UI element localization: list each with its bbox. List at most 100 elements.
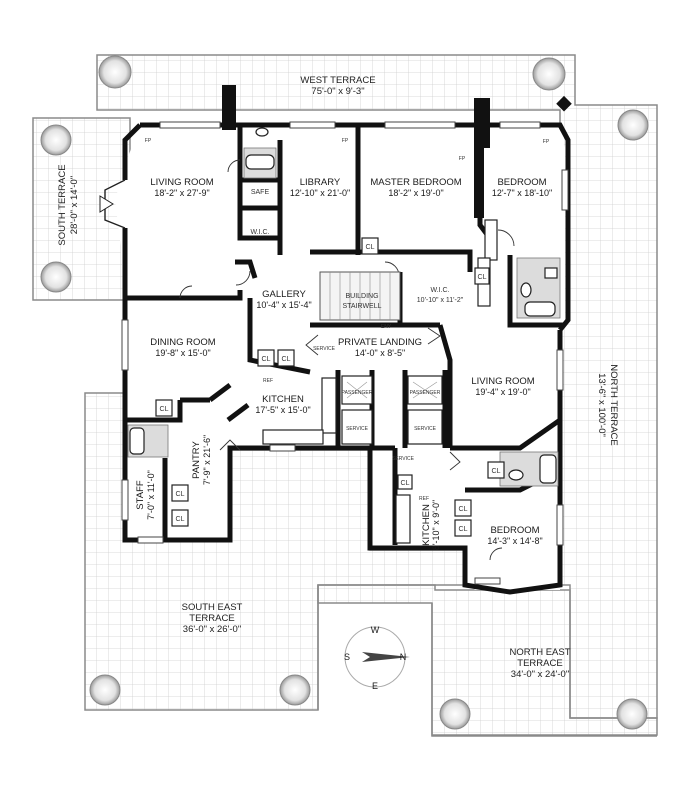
closet-label: CL xyxy=(459,526,468,533)
chimney xyxy=(222,85,236,130)
kitchen-counter xyxy=(321,377,337,434)
living-room-dim: 18'-2" x 27'-9" xyxy=(154,188,209,198)
interior-walls xyxy=(125,125,565,545)
closet-label: CL xyxy=(160,406,169,413)
stairwell-name-2: STAIRWELL xyxy=(342,303,381,310)
closet-label: CL xyxy=(459,506,468,513)
closet-label: CL xyxy=(401,480,410,487)
elevators xyxy=(341,375,443,445)
south-east-terrace-dim: 36'-0" x 26'-0" xyxy=(183,624,241,635)
compass-w: W xyxy=(371,625,380,635)
bathtub-icon xyxy=(539,454,557,484)
staff-dim: 7'-0" x 11'-0" xyxy=(146,470,156,520)
north-east-terrace-name-2: TERRACE xyxy=(517,658,562,669)
kitchen-2-dim: 8'-10" x 9'-0" xyxy=(431,500,441,550)
shrub-icon xyxy=(439,698,471,730)
bathtub-icon xyxy=(129,427,145,455)
living-room-2-name: LIVING ROOM xyxy=(471,376,534,387)
west-terrace-dim: 75'-0" x 9'-3" xyxy=(311,86,364,97)
service-elevator-label: SERVICE xyxy=(346,426,369,432)
service-entry-label: SERVICE xyxy=(313,346,336,352)
service-elevator xyxy=(407,409,443,445)
fireplace-label: FP xyxy=(145,138,152,144)
south-terrace-name: SOUTH TERRACE xyxy=(57,164,68,245)
north-east-terrace-outline xyxy=(431,603,657,737)
entry-label: ENY xyxy=(381,324,392,330)
library-dim: 12'-10" x 21'-0" xyxy=(290,188,350,198)
marks: CL CL CL CL CL CL CL CL CL CL CL FP FP F… xyxy=(145,138,550,533)
wic-2-name: W.I.C. xyxy=(430,287,449,294)
north-terrace-dim: 13'-6" x 100'-0" xyxy=(596,373,607,437)
exterior-wall-west xyxy=(122,123,233,543)
gallery-dim: 10'-4" x 15'-4" xyxy=(256,300,311,310)
shrub-icon xyxy=(279,674,311,706)
service-elevator xyxy=(341,409,373,445)
stairwell xyxy=(319,271,401,321)
bedroom-2-name: BEDROOM xyxy=(490,525,539,536)
bedroom-1-name: BEDROOM xyxy=(497,177,546,188)
doors xyxy=(179,159,515,561)
living-room-2-dim: 19'-4" x 19'-0" xyxy=(475,387,530,397)
staff-name: STAFF xyxy=(135,480,146,510)
south-east-terrace-name: SOUTH EAST xyxy=(182,602,243,613)
west-terrace-name: WEST TERRACE xyxy=(300,75,375,86)
terrace-labels: WEST TERRACE 75'-0" x 9'-3" SOUTH TERRAC… xyxy=(57,75,619,680)
south-east-terrace-name-2: TERRACE xyxy=(189,613,234,624)
library-name: LIBRARY xyxy=(300,177,341,188)
master-bedroom-name: MASTER BEDROOM xyxy=(370,177,461,188)
pantry-dim: 7'-9" x 21'-6" xyxy=(202,435,212,485)
closet-label: CL xyxy=(366,244,375,251)
closet-label: CL xyxy=(282,356,291,363)
shrub-icon xyxy=(89,674,121,706)
closet-shelf xyxy=(484,219,498,261)
passenger-elevator-label: PASSENGER xyxy=(410,390,441,396)
bathtub-icon xyxy=(245,154,275,170)
compass-n: N xyxy=(400,652,407,662)
service-entry-label: SERVICE xyxy=(392,456,415,462)
gallery-name: GALLERY xyxy=(262,289,306,300)
dining-room-name: DINING ROOM xyxy=(150,337,216,348)
pantry-name: PANTRY xyxy=(191,441,202,479)
private-landing-dim: 14'-0" x 8'-5" xyxy=(355,348,405,358)
fireplace-label: FP xyxy=(543,139,550,145)
toilet-icon xyxy=(520,282,532,298)
shrub-icon xyxy=(98,55,132,89)
bedroom-2-dim: 14'-3" x 14'-8" xyxy=(487,536,542,546)
shrub-icon xyxy=(40,261,72,293)
compass-s: S xyxy=(344,652,350,662)
kitchen-2-name: KITCHEN xyxy=(421,504,432,546)
bay-window-icon xyxy=(99,195,114,213)
shrub-icon xyxy=(532,57,566,91)
closets xyxy=(155,237,505,537)
bathtub-icon xyxy=(524,301,556,317)
refrigerator-label: REF xyxy=(419,496,429,502)
service-elevator-label: SERVICE xyxy=(414,426,437,432)
master-bedroom-dim: 18'-2" x 19'-0" xyxy=(388,188,443,198)
kitchen-counter xyxy=(395,494,411,544)
sink-icon xyxy=(544,267,558,279)
shrub-icon xyxy=(40,124,72,156)
toilet-icon xyxy=(255,127,269,137)
kitchen-counter xyxy=(262,429,324,445)
bedroom-1-dim: 12'-7" x 18'-10" xyxy=(492,188,552,198)
apartment xyxy=(99,85,571,595)
compass-arrow-icon xyxy=(362,652,410,662)
closet-label: CL xyxy=(176,491,185,498)
safe-label: SAFE xyxy=(251,189,270,196)
wic-1-label: W.I.C. xyxy=(250,229,269,236)
closet-label: CL xyxy=(478,274,487,281)
closet-label: CL xyxy=(262,356,271,363)
wic-2-dim: 10'-10" x 11'-2" xyxy=(417,297,464,304)
north-east-terrace-area xyxy=(317,584,658,736)
fireplace-label: FP xyxy=(342,138,349,144)
kitchen-dim: 17'-5" x 15'-0" xyxy=(255,405,310,415)
compass: W E S N xyxy=(344,625,410,691)
stairwell-name-1: BUILDING xyxy=(345,293,378,300)
passenger-elevator-label: PASSENGER xyxy=(342,390,373,396)
room-labels: LIVING ROOM 18'-2" x 27'-9" LIBRARY 12'-… xyxy=(135,177,552,550)
refrigerator-label: REF xyxy=(263,378,273,384)
north-east-terrace-dim: 34'-0" x 24'-0" xyxy=(511,669,569,680)
kitchen-name: KITCHEN xyxy=(262,394,304,405)
toilet-icon xyxy=(508,469,524,481)
